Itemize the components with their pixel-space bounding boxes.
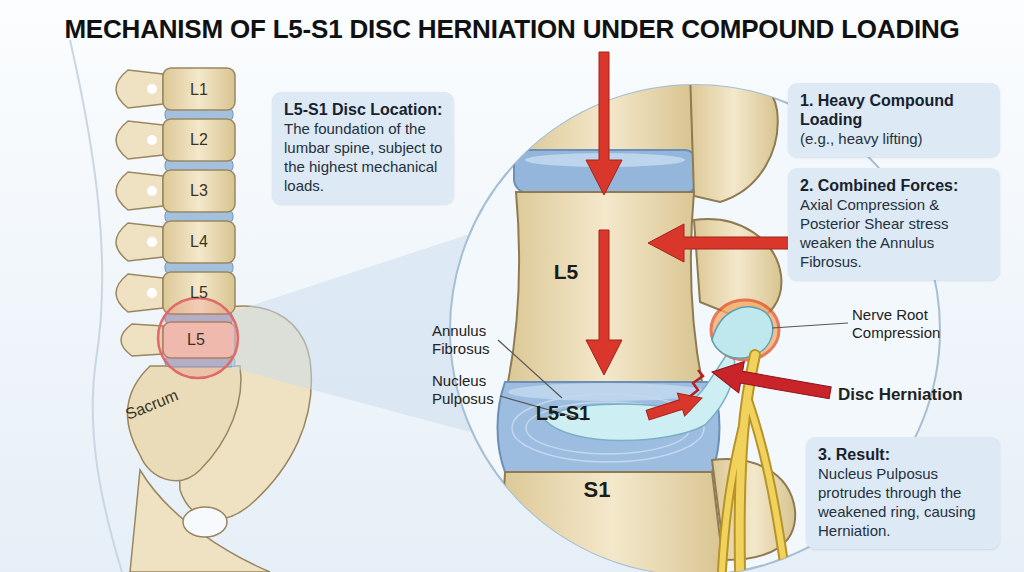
- part-label: Disc Herniation: [838, 386, 963, 404]
- box-heading: 2. Combined Forces:: [800, 176, 990, 195]
- vertebra-process: [116, 70, 163, 108]
- box-heading: L5-S1 Disc Location:: [284, 100, 444, 119]
- callout-box: 3. Result:Nucleus Pulposus protrudes thr…: [806, 437, 1000, 549]
- part-label: Nucleus Pulposus: [432, 372, 512, 408]
- nerve-root: [748, 400, 785, 570]
- vertebra-body: [163, 170, 235, 212]
- callout-box: L5-S1 Disc Location:The foundation of th…: [272, 92, 454, 204]
- l5-vertebra: [508, 192, 702, 382]
- annulus-tear: [688, 370, 703, 398]
- vertebra-body: [163, 221, 235, 263]
- callout-box: 2. Combined Forces:Axial Compression & P…: [788, 168, 1000, 280]
- vertebra-label: L1: [190, 81, 208, 99]
- highlight-circle: [158, 298, 238, 378]
- herniated-nucleus: [712, 307, 773, 358]
- vertebra-label: L3: [190, 182, 208, 200]
- vertebra-body: [163, 119, 235, 161]
- box-body: Axial Compression & Posterior Shear stre…: [800, 195, 990, 271]
- box-body: Nucleus Pulposus protrudes through the w…: [818, 464, 990, 540]
- box-body: The foundation of the lumbar spine, subj…: [284, 119, 444, 195]
- sacrum-bone: [128, 366, 241, 481]
- vertebra-label: L5: [187, 331, 205, 349]
- part-label: Nerve Root Compression: [852, 306, 972, 342]
- part-label: Annulus Fibrosus: [432, 322, 512, 358]
- vertebra-label: L5: [190, 284, 208, 302]
- pelvis-lower: [130, 470, 270, 572]
- nerve-root: [740, 355, 755, 570]
- vertebra-process: [116, 274, 163, 312]
- vertebra-label: L4: [190, 233, 208, 251]
- disc-highlight: [508, 383, 708, 401]
- herniation-arrow: [709, 356, 833, 408]
- vertebra-label: L2: [190, 131, 208, 149]
- s1-vertebra: [500, 472, 725, 572]
- box-heading: 1. Heavy Compound Loading: [800, 91, 990, 129]
- foramen: [147, 135, 157, 145]
- nerve-root: [722, 430, 742, 570]
- obturator-hole: [183, 507, 227, 537]
- vertebra-label: S1: [584, 481, 611, 499]
- nucleus: [545, 350, 735, 441]
- vertebra-body: [163, 68, 235, 110]
- force-arrow: [644, 387, 706, 427]
- body-outline: [70, 40, 122, 572]
- facet-joint: [690, 67, 778, 202]
- box-body: (e.g., heavy lifting): [800, 129, 990, 148]
- vertebra-label: L5: [554, 263, 579, 281]
- nerve-root: [740, 355, 755, 570]
- inflammation: [711, 300, 779, 360]
- zoom-content: [498, 60, 796, 572]
- foramen: [147, 288, 157, 298]
- leader-line: [772, 323, 848, 328]
- force-arrow: [586, 52, 622, 195]
- vertebra-process: [116, 172, 163, 210]
- vertebra-process: [116, 223, 163, 261]
- disc-label: L5-S1: [536, 404, 590, 422]
- vertebra-process: [121, 324, 163, 356]
- vertebra-process: [116, 121, 163, 159]
- foramen: [147, 186, 157, 196]
- leader-line: [498, 340, 562, 398]
- box-heading: 3. Result:: [818, 445, 990, 464]
- foramen: [147, 84, 157, 94]
- nerve-root: [748, 400, 785, 570]
- diagram-title: MECHANISM OF L5-S1 DISC HERNIATION UNDER…: [0, 14, 1024, 45]
- foramen: [147, 237, 157, 247]
- force-arrow: [586, 230, 622, 375]
- callout-box: 1. Heavy Compound Loading(e.g., heavy li…: [788, 83, 1000, 157]
